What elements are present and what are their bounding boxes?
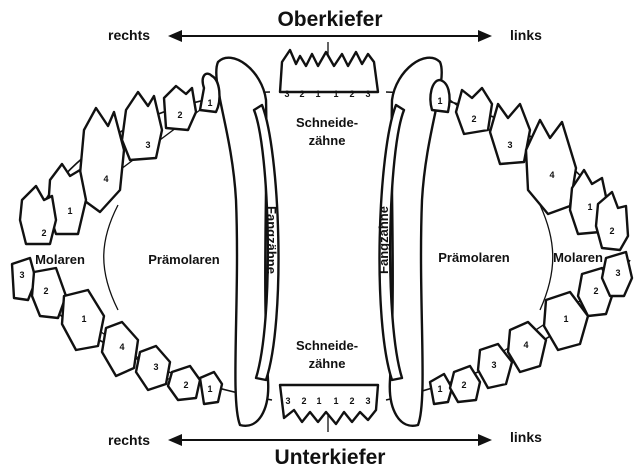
molar-premolar-divider-left <box>540 205 553 310</box>
upper-incisor-num: 1 <box>315 89 320 99</box>
tooth-number: 1 <box>81 314 86 324</box>
canines-label-left: Fangzähne <box>376 206 391 274</box>
lower-incisor-num: 3 <box>285 396 290 406</box>
upper-incisor-num: 3 <box>365 89 370 99</box>
lower-incisor-num: 3 <box>365 396 370 406</box>
tooth-number: 2 <box>593 286 598 296</box>
incisors-top-line2: zähne <box>309 133 346 148</box>
tooth-number: 1 <box>437 96 442 106</box>
tooth-number: 2 <box>177 110 182 120</box>
tooth-number: 4 <box>523 340 528 350</box>
tooth-number: 2 <box>471 114 476 124</box>
tooth-number: 2 <box>183 380 188 390</box>
molars-label-left: Molaren <box>553 250 603 265</box>
upper-incisor-num: 2 <box>299 89 304 99</box>
tooth-number: 1 <box>67 206 72 216</box>
lower-left-cheek-teeth <box>430 252 632 404</box>
tooth-number: 1 <box>207 98 212 108</box>
upper-right-cheek-teeth <box>20 74 219 244</box>
tooth-number: 1 <box>207 384 212 394</box>
lower-incisor-num: 2 <box>349 396 354 406</box>
lower-incisor-num: 1 <box>333 396 338 406</box>
label-right-bottom: rechts <box>108 432 150 448</box>
upper-incisors <box>280 50 378 92</box>
tooth-number: 3 <box>491 360 496 370</box>
upper-jaw-title: Oberkiefer <box>277 8 382 31</box>
premolars-label-right: Prämolaren <box>148 252 220 267</box>
upper-left-cheek-teeth <box>430 80 628 250</box>
tooth-number: 2 <box>43 286 48 296</box>
lower-incisor-num: 1 <box>316 396 321 406</box>
arrow-bottom <box>168 434 492 446</box>
lower-incisor-num: 2 <box>301 396 306 406</box>
tooth-number: 2 <box>461 380 466 390</box>
tooth-number: 3 <box>19 270 24 280</box>
tooth-number: 3 <box>145 140 150 150</box>
incisors-bottom-line1: Schneide- <box>296 338 358 353</box>
tooth-number: 2 <box>41 228 46 238</box>
tooth-number: 1 <box>563 314 568 324</box>
lower-jaw-title: Unterkiefer <box>275 446 386 469</box>
lower-incisors <box>280 385 378 424</box>
incisors-top-line1: Schneide- <box>296 115 358 130</box>
premolars-label-left: Prämolaren <box>438 250 510 265</box>
canines-label-right: Fangzähne <box>264 206 279 274</box>
molar-premolar-divider-right <box>104 205 118 310</box>
tooth-number: 4 <box>119 342 124 352</box>
label-right-top: rechts <box>108 27 150 43</box>
molars-label-right: Molaren <box>35 252 85 267</box>
upper-incisor-num: 3 <box>284 89 289 99</box>
tooth-number: 3 <box>153 362 158 372</box>
incisors-bottom-line2: zähne <box>309 356 346 371</box>
upper-incisor-num: 2 <box>349 89 354 99</box>
tooth-number: 4 <box>549 170 554 180</box>
tooth-number: 3 <box>507 140 512 150</box>
arrow-top <box>168 30 492 42</box>
upper-incisor-num: 1 <box>333 89 338 99</box>
tooth-number: 1 <box>587 202 592 212</box>
tooth-number: 1 <box>437 384 442 394</box>
lower-right-cheek-teeth <box>12 258 222 404</box>
label-left-bottom: links <box>510 429 542 445</box>
label-left-top: links <box>510 27 542 43</box>
tooth-number: 2 <box>609 226 614 236</box>
tooth-number: 3 <box>615 268 620 278</box>
tooth-number: 4 <box>103 174 108 184</box>
